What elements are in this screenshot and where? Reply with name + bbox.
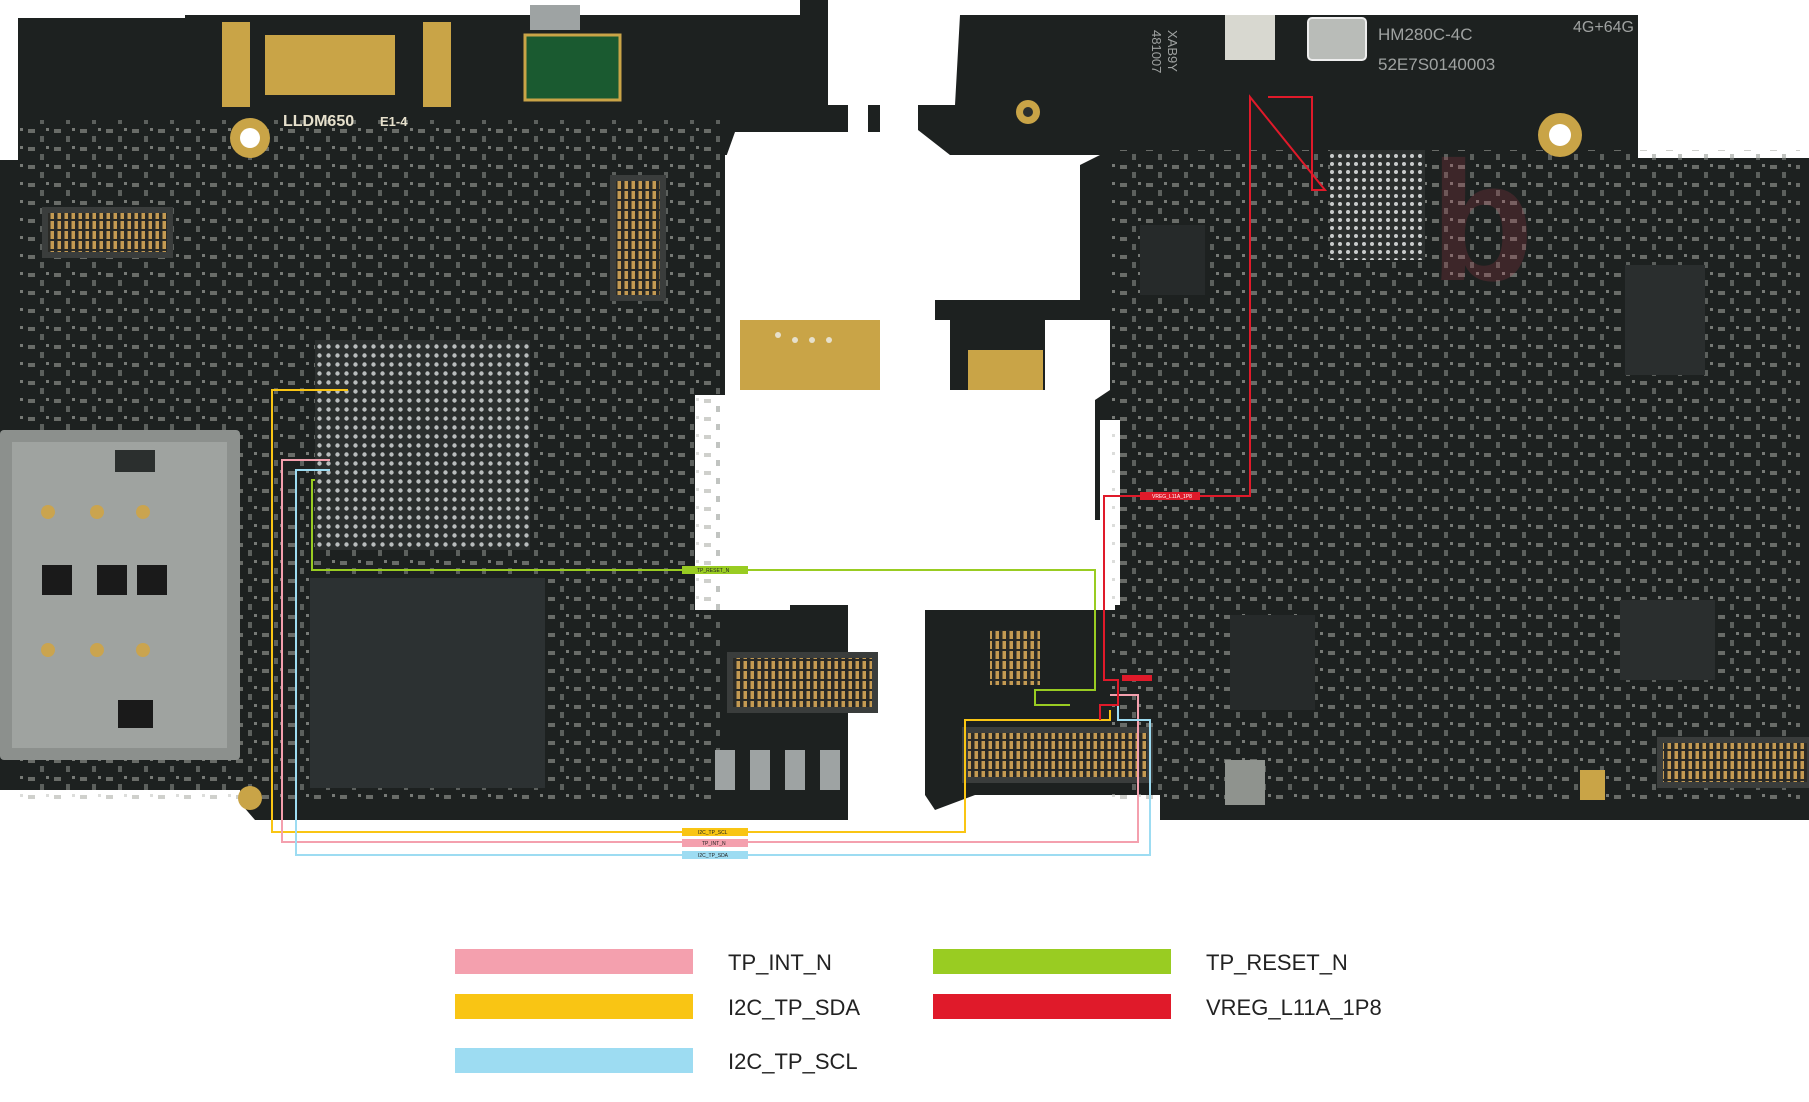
gold-pad: [222, 22, 250, 107]
legend-item-vreg-l11a-1p8: VREG_L11A_1P8: [933, 994, 1382, 1020]
legend-label: VREG_L11A_1P8: [1206, 995, 1382, 1020]
left-board-gap: [848, 0, 868, 820]
qr-code: [1225, 15, 1275, 60]
legend-item-tp-reset-n: TP_RESET_N: [933, 949, 1348, 975]
ic-chip: [1625, 265, 1705, 375]
left-board-silk-rev: E1-4: [380, 114, 408, 129]
legend-swatch: [455, 949, 693, 974]
svg-text:b: b: [1430, 127, 1534, 317]
legend-swatch: [933, 949, 1171, 974]
right-board-silk-model: HM280C-4C: [1378, 25, 1472, 44]
camera-module: [523, 33, 622, 102]
legend-swatch: [933, 994, 1171, 1019]
gold-shield-pad: [265, 35, 395, 95]
memory-chip: [310, 578, 545, 788]
legend: TP_INT_N TP_RESET_N I2C_TP_SDA VREG_L11A…: [455, 949, 1382, 1074]
connector: [42, 207, 173, 258]
trace-i2c-tp-sda: [271, 389, 1111, 833]
left-board-top-cut: [0, 0, 185, 18]
right-board-silk-memory: 4G+64G: [1573, 19, 1634, 36]
left-board-edge-cut: [0, 0, 18, 160]
net-label-tp-int-n: TP_INT_N: [702, 841, 726, 847]
gold-contact-pad: [968, 350, 1043, 390]
ic-chip: [1140, 225, 1205, 295]
net-label-i2c-tp-scl: I2C_TP_SCL: [698, 830, 728, 836]
pmic-bga: [1330, 150, 1425, 260]
crystal-oscillator: [1307, 17, 1367, 61]
top-connector: [530, 5, 580, 30]
sim-contact: [42, 565, 72, 595]
legend-item-tp-int-n: TP_INT_N: [455, 949, 832, 975]
right-board-silk-code2: 481007: [1149, 30, 1164, 73]
connector: [727, 652, 878, 713]
right-board-top-cut: [1638, 0, 1809, 158]
right-board: HM280C-4C 52E7S0140003 4G+64G XAB9Y 4810…: [918, 0, 1809, 820]
legend-item-i2c-tp-scl: I2C_TP_SCL: [455, 1048, 858, 1074]
left-board: LLDM650 E1-4: [0, 0, 880, 820]
trace-tp-reset-n: [311, 479, 1096, 706]
legend-label: I2C_TP_SCL: [728, 1049, 858, 1074]
net-labels: TP_RESET_N VREG_L11A_1P8 I2C_TP_SCL TP_I…: [682, 492, 1200, 859]
connector: [1657, 737, 1809, 788]
right-board-silk-code: XAB9Y: [1165, 30, 1180, 72]
connector: [610, 175, 666, 301]
touch-panel-connector: [962, 727, 1153, 783]
legend-swatch: [455, 1048, 693, 1073]
left-board-silk-model: LLDM650: [283, 113, 354, 130]
gold-contact-pad: [740, 320, 880, 390]
net-label-tp-reset-n: TP_RESET_N: [697, 568, 730, 574]
sim-contact: [137, 565, 167, 595]
soc-bga: [315, 340, 530, 550]
gold-pad: [423, 22, 451, 107]
sim-contact: [97, 565, 127, 595]
legend-item-i2c-tp-sda: I2C_TP_SDA: [455, 994, 860, 1020]
legend-label: I2C_TP_SDA: [728, 995, 860, 1020]
legend-label: TP_INT_N: [728, 950, 832, 975]
right-board-silk-serial: 52E7S0140003: [1378, 55, 1495, 74]
net-label-i2c-tp-sda: I2C_TP_SDA: [698, 853, 729, 859]
right-smd-components: [1110, 150, 1800, 800]
net-label-vreg-l11a-1p8: VREG_L11A_1P8: [1152, 494, 1192, 500]
sim-contact: [115, 450, 155, 472]
legend-swatch: [455, 994, 693, 1019]
ic-chip: [1230, 615, 1315, 710]
legend-label: TP_RESET_N: [1206, 950, 1348, 975]
ic-chip: [1620, 600, 1715, 680]
trace-i2c-tp-scl: [295, 469, 1151, 856]
